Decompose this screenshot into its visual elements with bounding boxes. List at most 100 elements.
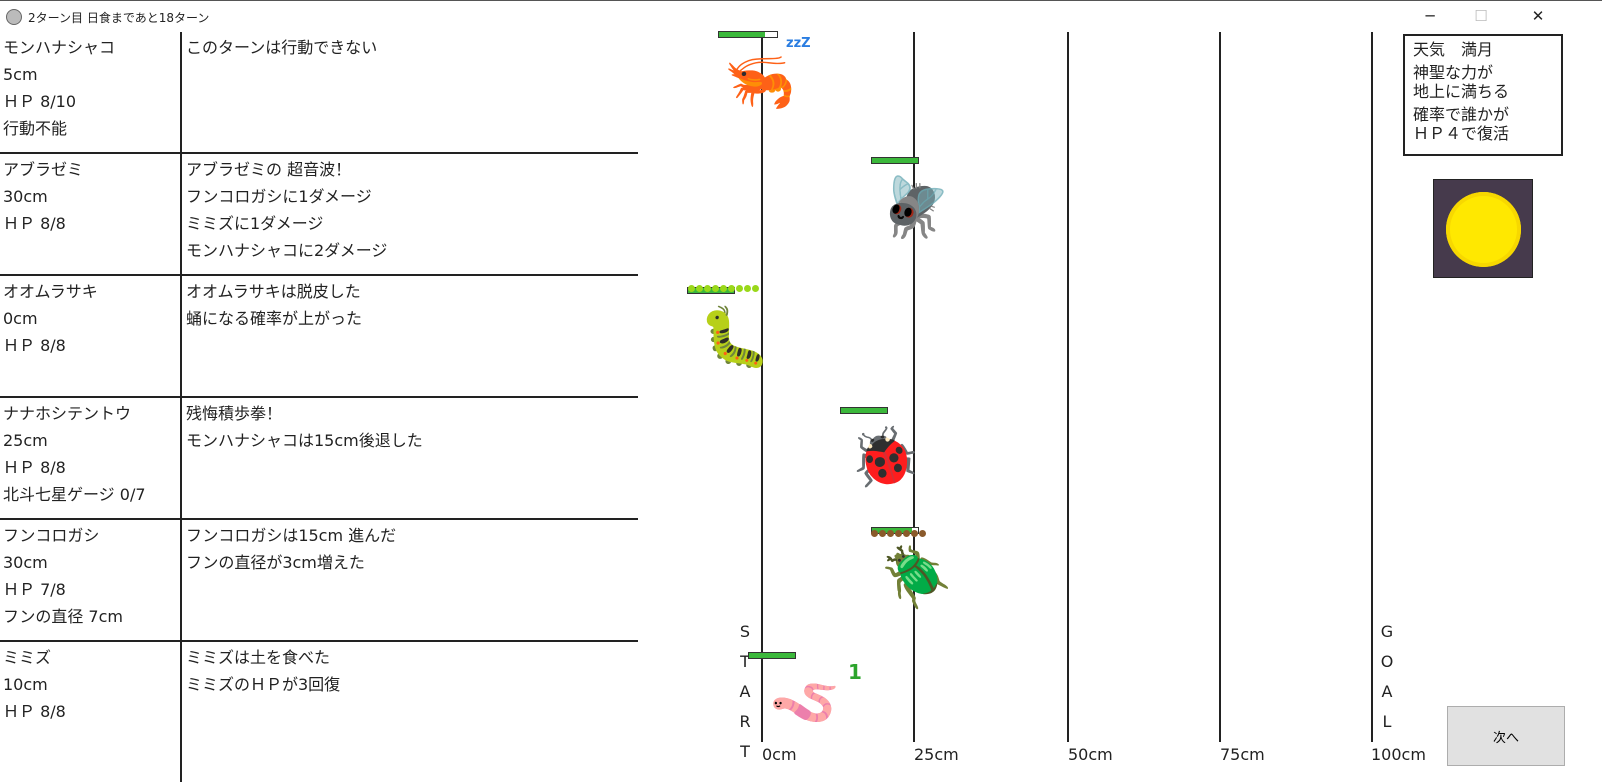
creature-name: フンコロガシ xyxy=(3,526,100,545)
hp-bar xyxy=(718,31,778,38)
dot xyxy=(728,285,735,292)
creature-hp: ＨＰ 7/8 xyxy=(3,580,66,599)
hp-bar-fill xyxy=(719,32,766,37)
action-log: アブラゼミの 超音波！フンコロガシに1ダメージミミズに1ダメージモンハナシャコに… xyxy=(186,156,636,264)
sleep-indicator: zzZ xyxy=(786,36,811,51)
title-bar: 2ターン目 日食まであと18ターン ─ ☐ ✕ xyxy=(0,0,1602,32)
creature-extra: 北斗七星ゲージ 0/7 xyxy=(3,485,146,504)
distance-tick-label: 0cm xyxy=(762,745,797,764)
weather-panel: 天気 満月 神聖な力が 地上に満ちる 確率で誰かが ＨＰ４で復活 xyxy=(1403,34,1563,156)
log-line: オオムラサキは脱皮した xyxy=(186,282,361,301)
dot xyxy=(696,285,703,292)
weather-line: 神聖な力が xyxy=(1413,63,1494,82)
action-log: フンコロガシは15cm 進んだフンの直径が3cm増えた xyxy=(186,522,636,576)
maximize-button[interactable]: ☐ xyxy=(1474,7,1488,25)
hp-bar xyxy=(748,652,796,659)
distance-line xyxy=(761,32,763,742)
close-button[interactable]: ✕ xyxy=(1531,7,1545,25)
creature-position: 0cm xyxy=(3,309,38,328)
creature-status: ミミズ 10cm ＨＰ 8/8 xyxy=(3,644,179,725)
action-log: 残悔積歩拳！モンハナシャコは15cm後退した xyxy=(186,400,636,454)
dot xyxy=(688,285,695,292)
creature-status: アブラゼミ 30cm ＨＰ 8/8 xyxy=(3,156,179,237)
goal-letter: A xyxy=(1381,682,1393,701)
log-line: フンの直径が3cm増えた xyxy=(186,553,365,572)
action-log: ミミズは土を食べたミミズのＨＰが3回復 xyxy=(186,644,636,698)
dot xyxy=(895,530,902,537)
log-line: このターンは行動できない xyxy=(186,38,378,57)
earthworm-icon: 🪱 xyxy=(768,668,842,736)
dot xyxy=(744,285,751,292)
cicada-icon: 🪰 xyxy=(878,173,952,241)
window-title: 2ターン目 日食まであと18ターン xyxy=(28,11,210,25)
creature-position: 30cm xyxy=(3,553,48,572)
creature-position: 5cm xyxy=(3,65,38,84)
hp-bar-fill xyxy=(872,158,918,163)
caterpillar-icon: 🐛 xyxy=(698,303,772,371)
log-line: フンコロガシに1ダメージ xyxy=(186,187,372,206)
creature-hp: ＨＰ 8/8 xyxy=(3,458,66,477)
log-line: 残悔積歩拳！ xyxy=(186,404,283,423)
minimize-button[interactable]: ─ xyxy=(1425,7,1435,25)
dot xyxy=(704,285,711,292)
start-letter: S xyxy=(739,622,751,641)
log-line: 蛹になる確率が上がった xyxy=(186,309,363,328)
log-line: ミミズのＨＰが3回復 xyxy=(186,675,341,694)
distance-line xyxy=(1067,32,1069,742)
molt-dots xyxy=(688,285,759,292)
log-line: モンハナシャコに2ダメージ xyxy=(186,241,388,260)
worm-counter: 1 xyxy=(848,660,862,684)
dot xyxy=(712,285,719,292)
log-line: ミミズは土を食べた xyxy=(186,648,331,667)
dot xyxy=(736,285,743,292)
dot xyxy=(879,530,886,537)
start-letter: T xyxy=(740,652,750,671)
creature-extra: フンの直径 7cm xyxy=(3,607,123,626)
distance-tick-label: 25cm xyxy=(914,745,959,764)
weather-line: 確率で誰かが xyxy=(1413,105,1510,124)
log-line: フンコロガシは15cm 進んだ xyxy=(186,526,397,545)
creature-hp: ＨＰ 8/10 xyxy=(3,92,77,111)
creature-position: 25cm xyxy=(3,431,48,450)
next-button[interactable]: 次へ xyxy=(1447,706,1565,766)
distance-line xyxy=(913,32,915,742)
dot xyxy=(887,530,894,537)
weather-line: 地上に満ちる xyxy=(1413,82,1510,101)
dot xyxy=(720,285,727,292)
goal-letter: L xyxy=(1382,712,1392,731)
column-divider xyxy=(180,32,182,782)
dot xyxy=(919,530,926,537)
action-log: このターンは行動できない xyxy=(186,34,636,61)
moon-icon xyxy=(1446,192,1521,267)
creature-hp: ＨＰ 8/8 xyxy=(3,702,66,721)
creature-name: アブラゼミ xyxy=(3,160,84,179)
dot xyxy=(752,285,759,292)
creature-status: オオムラサキ 0cm ＨＰ 8/8 xyxy=(3,278,179,359)
log-line: ミミズに1ダメージ xyxy=(186,214,324,233)
weather-line: ＨＰ４で復活 xyxy=(1413,124,1510,143)
hp-bar xyxy=(871,157,919,164)
distance-line xyxy=(1371,32,1373,742)
full-moon-image xyxy=(1433,179,1533,278)
ladybug-icon: 🐞 xyxy=(848,423,922,491)
dot xyxy=(911,530,918,537)
dung-dots xyxy=(871,530,926,537)
distance-tick-label: 75cm xyxy=(1220,745,1265,764)
start-letter: A xyxy=(739,682,751,701)
creature-extra: 行動不能 xyxy=(3,119,68,138)
creature-position: 30cm xyxy=(3,187,48,206)
creature-hp: ＨＰ 8/8 xyxy=(3,214,66,233)
start-letter: R xyxy=(739,712,751,731)
hp-bar-fill xyxy=(841,408,887,413)
distance-tick-label: 50cm xyxy=(1068,745,1113,764)
dot xyxy=(871,530,878,537)
mantis-shrimp-icon: 🦐 xyxy=(723,47,797,115)
goal-letter: G xyxy=(1380,622,1394,641)
dung-beetle-icon: 🪲 xyxy=(880,543,954,611)
app-icon xyxy=(6,9,22,25)
hp-bar xyxy=(687,287,735,294)
dot xyxy=(903,530,910,537)
creature-status: フンコロガシ 30cm ＨＰ 7/8 フンの直径 7cm xyxy=(3,522,179,630)
